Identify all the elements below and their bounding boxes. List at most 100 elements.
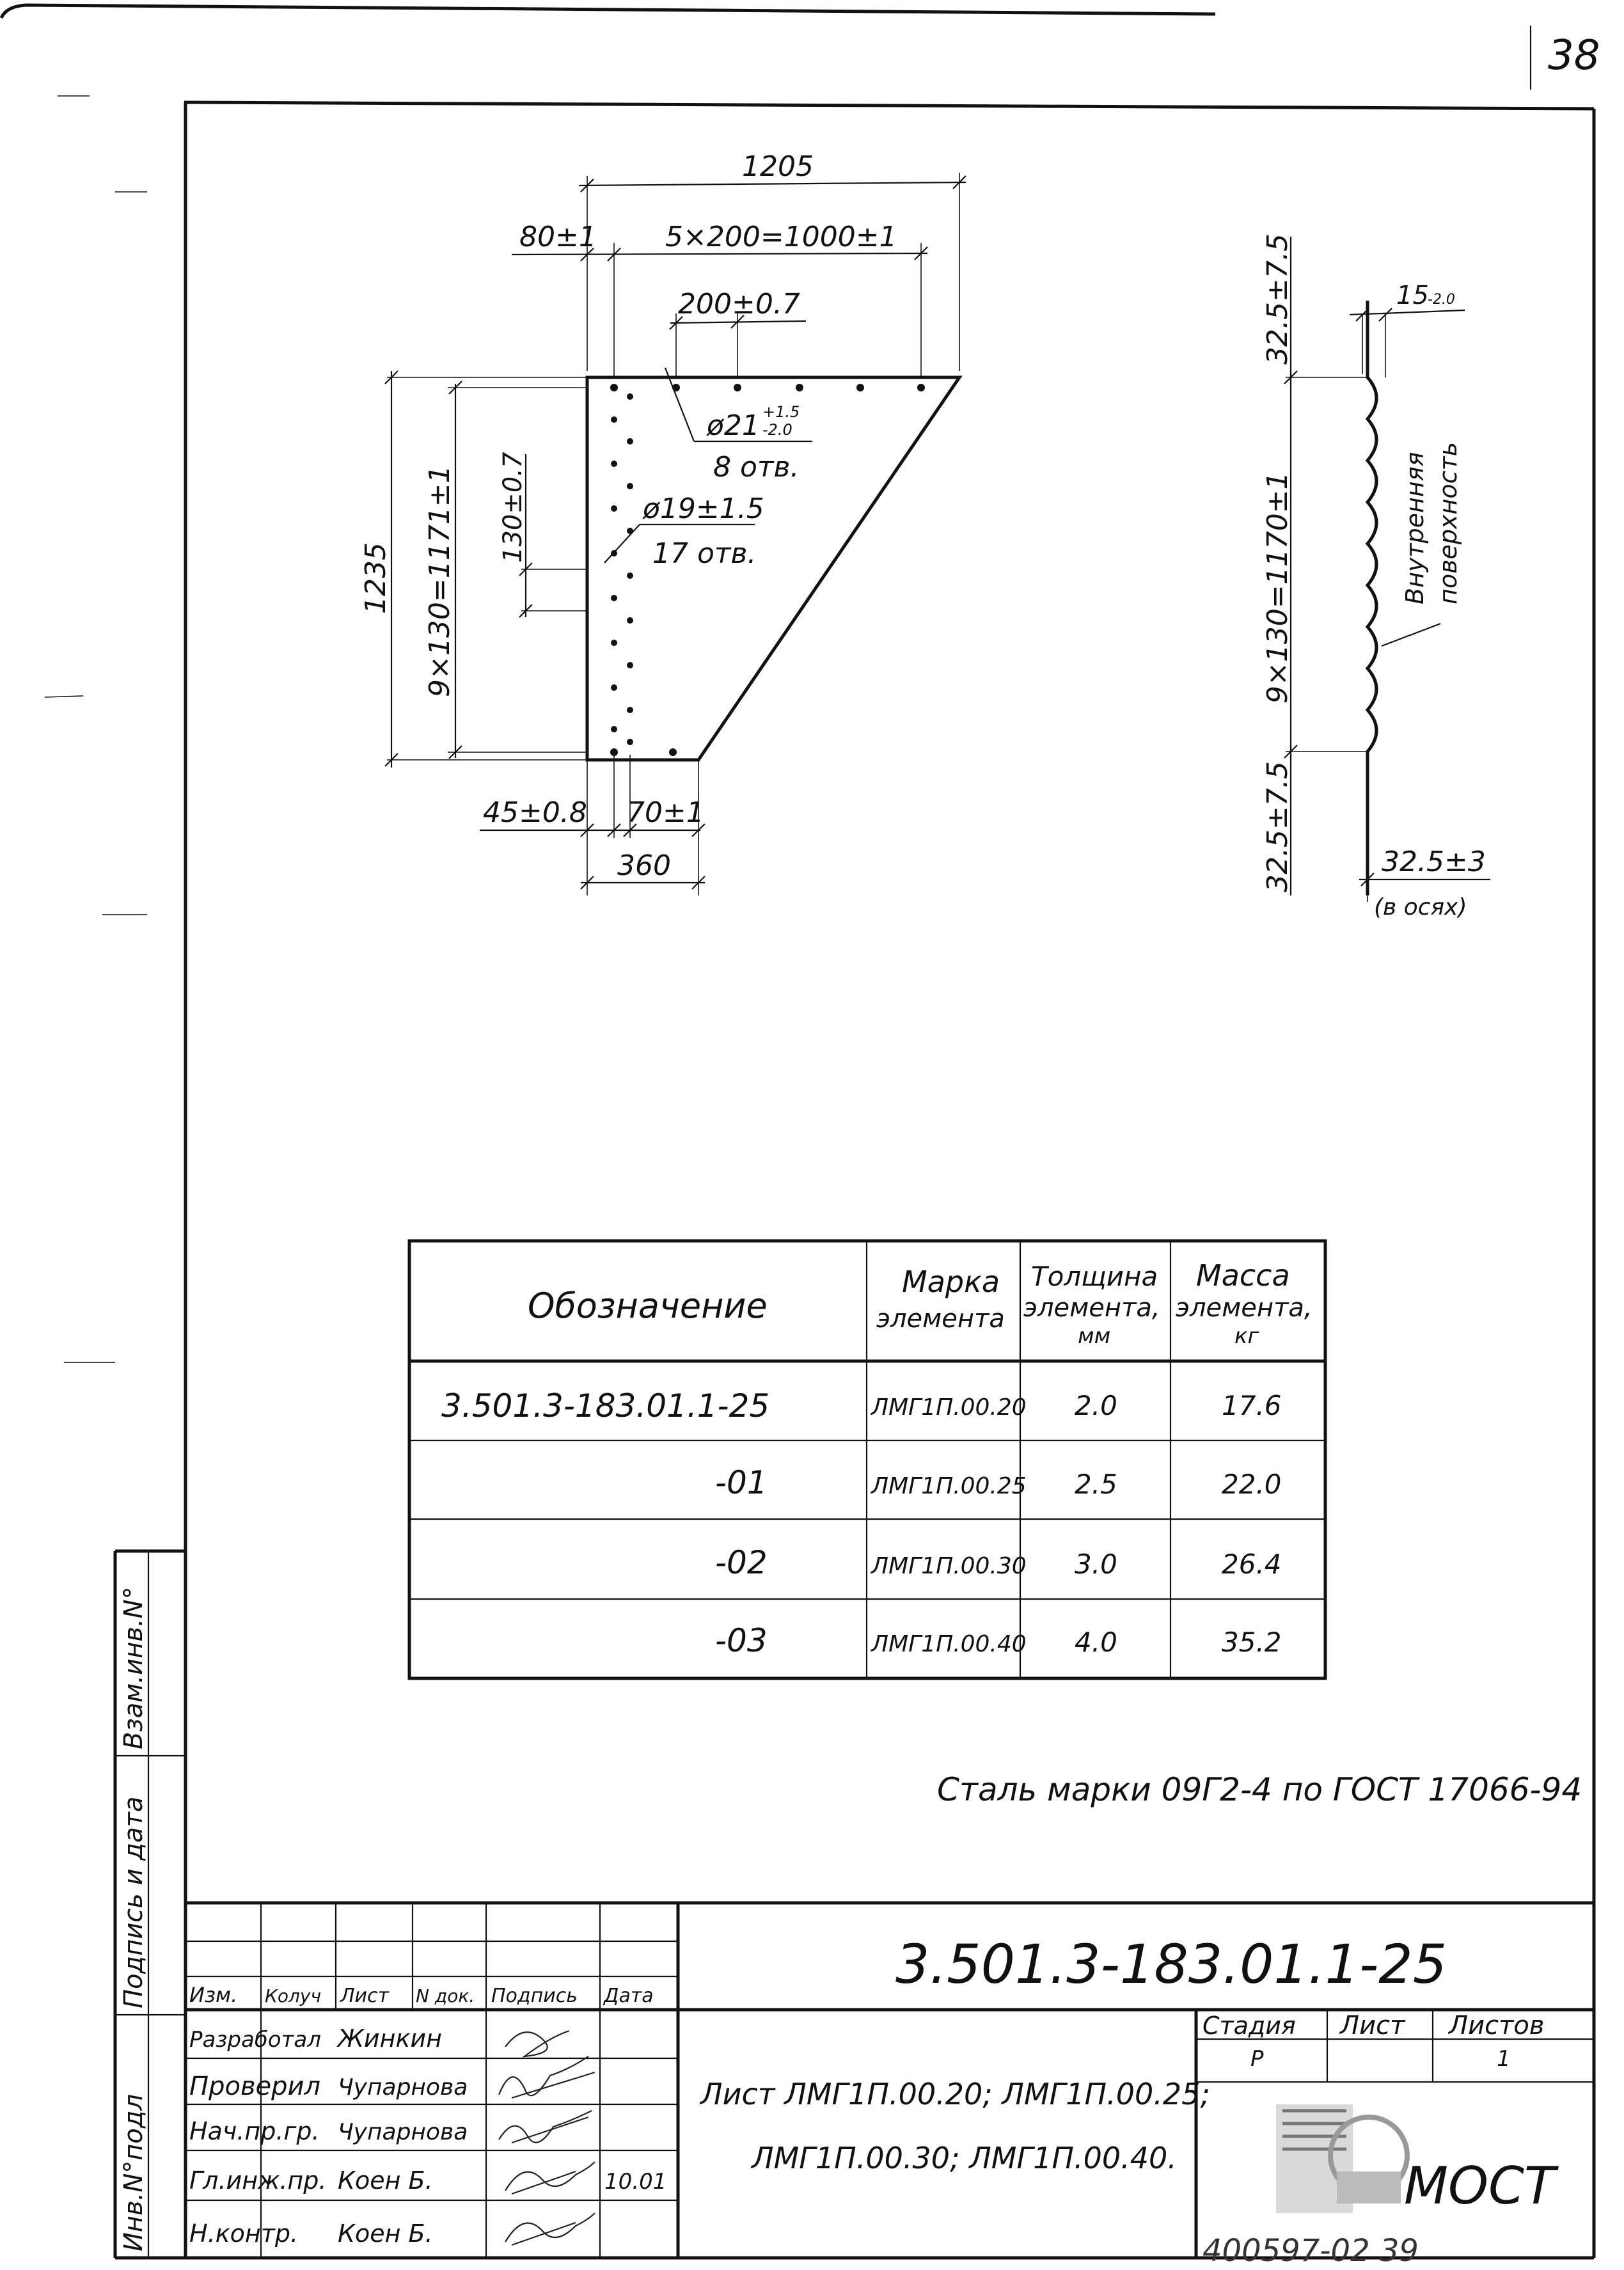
dim-overall-height: 1235: [359, 370, 587, 768]
svg-text:3.501.3-183.01.1-25: 3.501.3-183.01.1-25: [441, 1387, 769, 1424]
table-row: 3.501.3-183.01.1-25 ЛМГ1П.00.20 2.0 17.6: [441, 1387, 1282, 1424]
svg-text:17.6: 17.6: [1222, 1390, 1282, 1421]
svg-text:4.0: 4.0: [1075, 1627, 1117, 1658]
replace-inv-label: Взам.инв.N°: [119, 1587, 148, 1749]
svg-text:130±0.7: 130±0.7: [498, 452, 528, 563]
svg-text:15: 15: [1396, 281, 1429, 310]
dim-wave-depth: 15 -2.0: [1349, 281, 1465, 377]
side-stamp: Инв.N°подл Подпись и дата Взам.инв.N°: [113, 1549, 185, 2260]
stage-value: Р: [1250, 2046, 1264, 2072]
table-row: -03 ЛМГ1П.00.40 4.0 35.2: [715, 1622, 1282, 1659]
th-thickness-3: мм: [1078, 1323, 1110, 1349]
svg-text:9×130=1171±1: 9×130=1171±1: [423, 465, 456, 697]
svg-text:32.5±7.5: 32.5±7.5: [1261, 233, 1294, 365]
drawing-frame: [184, 100, 1596, 2260]
svg-text:+1.5: +1.5: [762, 403, 800, 421]
th-mass-1: Масса: [1196, 1258, 1290, 1293]
svg-text:ø19±1.5: ø19±1.5: [642, 493, 764, 525]
svg-text:Проверил: Проверил: [189, 2072, 320, 2101]
inv-orig-label: Инв.N°подл: [119, 2094, 148, 2251]
title-block: 3.501.3-183.01.1-25 Изм. Колуч Лист N до…: [185, 1901, 1594, 2258]
dim-axis-offset: 32.5±3 (в осях): [1359, 846, 1490, 920]
page-number: 38: [1548, 32, 1600, 79]
th-designation: Обозначение: [528, 1286, 768, 1326]
svg-text:Изм.: Изм.: [189, 1983, 237, 2007]
org-name: МОСТ: [1404, 2156, 1559, 2216]
sign-date-label: Подпись и дата: [119, 1797, 148, 2008]
svg-text:-03: -03: [715, 1622, 768, 1659]
sheets-label: Листов: [1447, 2011, 1544, 2040]
svg-text:ЛМГ1П.00.25: ЛМГ1П.00.25: [870, 1473, 1027, 1499]
dim-vert-pitch: 130±0.7: [498, 452, 587, 618]
svg-text:Чупарнова: Чупарнова: [338, 2074, 468, 2101]
role-row: Гл.инж.пр. Коен Б. 10.01: [189, 2166, 666, 2195]
dim-vert-pitch-total: 9×130=1171±1: [423, 381, 587, 759]
svg-text:Гл.инж.пр.: Гл.инж.пр.: [189, 2166, 326, 2195]
steel-note: Сталь марки 09Г2-4 по ГОСТ 17066-94: [937, 1771, 1582, 1808]
svg-text:1235: 1235: [359, 542, 392, 614]
th-thickness-1: Толщина: [1031, 1261, 1158, 1292]
svg-text:200±0.7: 200±0.7: [678, 288, 800, 320]
table-row: -02 ЛМГ1П.00.30 3.0 26.4: [715, 1544, 1282, 1581]
svg-text:22.0: 22.0: [1222, 1469, 1282, 1500]
dim-small-hole: ø19±1.5 17 отв.: [604, 493, 764, 570]
svg-text:Коен Б.: Коен Б.: [338, 2166, 433, 2195]
th-mark-2: элемента: [876, 1304, 1005, 1334]
role-row: Н.контр. Коен Б.: [189, 2219, 433, 2248]
svg-text:Внутренняя: Внутренняя: [1401, 452, 1429, 604]
org-logo: МОСТ: [1276, 2104, 1559, 2216]
small-holes: [611, 393, 633, 745]
svg-text:Лист: Лист: [340, 1985, 390, 2007]
dim-hole-pitch: 200±0.7: [669, 288, 807, 377]
svg-text:Разработал: Разработал: [189, 2027, 321, 2053]
th-mass-2: элемента,: [1176, 1293, 1313, 1323]
svg-text:ЛМГ1П.00.40: ЛМГ1П.00.40: [870, 1631, 1027, 1657]
svg-text:ЛМГ1П.00.30: ЛМГ1П.00.30: [870, 1553, 1027, 1579]
sheet-title-line-2: ЛМГ1П.00.30; ЛМГ1П.00.40.: [750, 2141, 1177, 2175]
svg-text:9×130=1170±1: 9×130=1170±1: [1261, 471, 1294, 704]
th-thickness-2: элемента,: [1023, 1293, 1160, 1323]
role-row: Разработал Жинкин: [189, 2024, 442, 2053]
svg-text:32.5±3: 32.5±3: [1382, 846, 1486, 878]
svg-text:Коен Б.: Коен Б.: [338, 2219, 433, 2248]
svg-text:17 отв.: 17 отв.: [652, 537, 756, 570]
svg-text:-02: -02: [715, 1544, 768, 1581]
corrugated-profile: [1365, 301, 1378, 895]
svg-text:2.5: 2.5: [1075, 1469, 1117, 1500]
surface-callout: Внутренняя поверхность: [1381, 442, 1462, 647]
svg-text:360: 360: [617, 849, 671, 882]
stage-label: Стадия: [1202, 2012, 1296, 2040]
svg-text:10.01: 10.01: [604, 2169, 666, 2195]
table-row: -01 ЛМГ1П.00.25 2.5 22.0: [715, 1464, 1282, 1501]
dim-bottom: 45±0.8 70±1 360: [480, 755, 706, 895]
svg-text:ø21: ø21: [706, 409, 760, 442]
top-edge-stroke: [0, 3, 1216, 19]
signatures: [498, 2030, 595, 2246]
doc-code: 3.501.3-183.01.1-25: [895, 1933, 1447, 1996]
dim-profile-top: 32.5±7.5: [1261, 233, 1369, 384]
svg-text:3.0: 3.0: [1075, 1549, 1117, 1580]
sheet-title-line-1: Лист ЛМГ1П.00.20; ЛМГ1П.00.25;: [699, 2077, 1210, 2111]
plate-view: 1205 80±1 5×200=1000±1 200±0.7 ø21: [359, 150, 966, 895]
svg-text:80±1: 80±1: [519, 221, 597, 253]
svg-text:26.4: 26.4: [1222, 1549, 1282, 1580]
svg-text:поверхность: поверхность: [1434, 442, 1462, 604]
th-mark-1: Марка: [902, 1265, 1000, 1299]
profile-view: 32.5±7.5 15 -2.0 9×130=1170±1 32.5±7.5: [1261, 233, 1490, 920]
svg-text:45±0.8: 45±0.8: [483, 796, 587, 829]
svg-text:Чупарнова: Чупарнова: [338, 2119, 468, 2145]
svg-text:(в осях): (в осях): [1374, 894, 1467, 920]
svg-text:Нач.пр.гр.: Нач.пр.гр.: [189, 2117, 320, 2145]
svg-text:Подпись: Подпись: [491, 1985, 578, 2007]
svg-text:Н.контр.: Н.контр.: [189, 2219, 298, 2248]
dim-overall-width: 1205: [578, 150, 966, 371]
dim-hole-spacing: 80±1 5×200=1000±1: [511, 221, 928, 377]
svg-text:70±1: 70±1: [627, 796, 704, 829]
role-row: Проверил Чупарнова: [189, 2072, 468, 2101]
spec-table: Обозначение Марка элемента Толщина элеме…: [407, 1239, 1327, 1680]
role-row: Нач.пр.гр. Чупарнова: [189, 2117, 468, 2145]
svg-text:Колуч: Колуч: [265, 1985, 321, 2006]
dim-profile-pitch: 9×130=1170±1: [1261, 371, 1369, 761]
svg-text:1205: 1205: [742, 150, 814, 183]
